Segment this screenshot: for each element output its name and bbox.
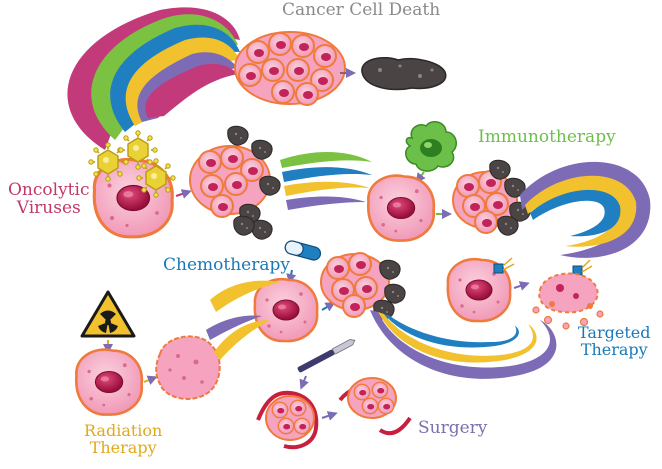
label-oncolytic-viruses: Oncolytic Viruses xyxy=(8,180,90,218)
arrow-surgery xyxy=(321,411,338,421)
scalpel-icon xyxy=(297,339,356,373)
cell-immuno xyxy=(366,174,436,242)
label-targeted-line2: Therapy xyxy=(580,339,648,359)
ribbon-fan-top-left xyxy=(67,7,240,151)
label-radiation-line1: Radiation xyxy=(84,421,163,440)
ribbon-middle xyxy=(280,152,372,210)
label-chemotherapy: Chemotherapy xyxy=(163,255,290,275)
tumor-with-vessels xyxy=(256,390,319,450)
label-radiation-line2: Therapy xyxy=(89,437,157,457)
arrow-onco xyxy=(175,189,192,199)
tumor-cluster-middle xyxy=(189,125,281,240)
arrow-chemo-down xyxy=(286,269,297,284)
targeted-drug-icon xyxy=(493,257,593,276)
label-surgery: Surgery xyxy=(418,418,488,438)
arrow-radiation xyxy=(143,375,158,385)
tumor-cluster-immuno xyxy=(452,159,531,236)
dying-cell-targeted xyxy=(532,272,604,330)
label-radiation-therapy: Radiation Therapy xyxy=(84,421,163,457)
arrow-scalpel-down xyxy=(299,375,309,390)
cell-radiation xyxy=(74,348,144,416)
damaged-cell-radiation xyxy=(155,335,221,400)
cell-chemo xyxy=(253,277,319,343)
excised-tumor xyxy=(338,377,412,436)
ribbon-bottom xyxy=(370,310,557,379)
ribbon-right xyxy=(520,161,651,258)
immune-cell-icon xyxy=(405,121,457,172)
arrow-chemo xyxy=(321,301,336,312)
ribbon-radiation xyxy=(214,320,270,360)
radiation-hazard-icon xyxy=(80,290,136,338)
label-oncolytic-line2: Viruses xyxy=(16,197,81,218)
tumor-cluster-top xyxy=(234,31,346,106)
label-targeted-line1: Targeted xyxy=(578,323,651,342)
pill-capsule-icon xyxy=(284,240,322,261)
dead-cell-top xyxy=(361,57,447,91)
ribbon-chemo xyxy=(206,280,280,340)
label-targeted-therapy: Targeted Therapy xyxy=(578,323,651,359)
label-immunotherapy: Immunotherapy xyxy=(478,127,616,147)
title-cancer-cell-death: Cancer Cell Death xyxy=(282,0,441,20)
label-oncolytic-line1: Oncolytic xyxy=(8,180,90,200)
tumor-cluster-chemo xyxy=(320,252,406,320)
arrow-targeted xyxy=(513,281,530,291)
